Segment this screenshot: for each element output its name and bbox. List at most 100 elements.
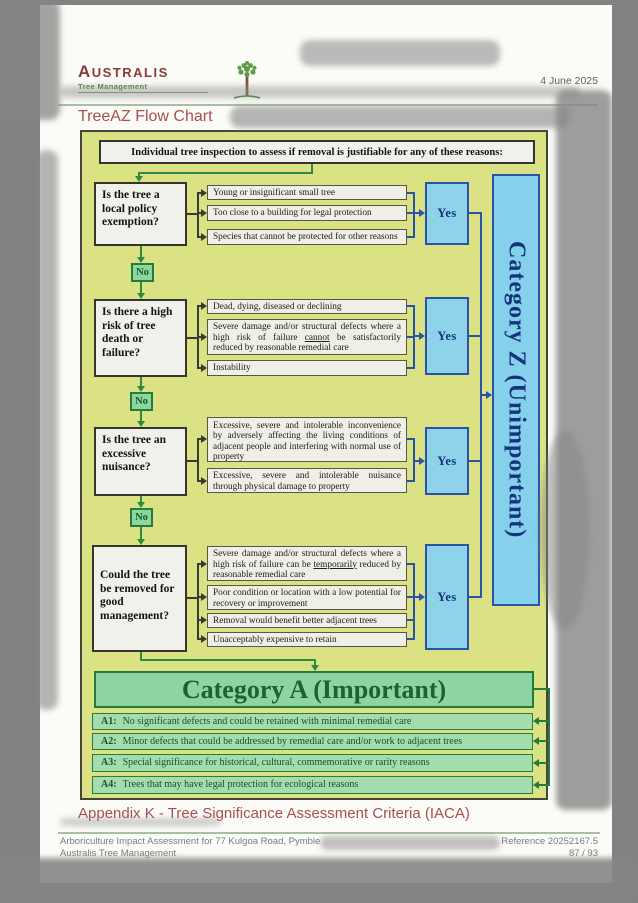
flow-line xyxy=(187,337,199,339)
flow-arrowhead xyxy=(419,209,425,217)
flow-line xyxy=(197,212,202,214)
flow-arrowhead xyxy=(201,302,207,310)
flow-line xyxy=(539,762,550,764)
flow-arrowhead xyxy=(137,539,145,545)
flow-line xyxy=(539,784,550,786)
flow-line xyxy=(407,336,415,338)
flow-line xyxy=(407,619,415,621)
scan-noise xyxy=(0,858,638,903)
flow-line xyxy=(548,688,550,786)
flow-line xyxy=(407,438,415,440)
flow-line xyxy=(407,192,415,194)
flow-line xyxy=(140,496,142,503)
no-box-2: No xyxy=(130,392,153,411)
flow-line xyxy=(534,688,550,690)
flow-line xyxy=(197,192,199,238)
flow-line xyxy=(197,563,199,640)
flow-line xyxy=(469,212,482,214)
reason-box: Species that cannot be protected for oth… xyxy=(207,229,407,245)
flow-arrowhead xyxy=(533,759,539,767)
australis-logo: Australis Tree Management xyxy=(78,62,208,93)
yes-box-1: Yes xyxy=(425,182,469,245)
intro-box: Individual tree inspection to assess if … xyxy=(99,140,535,164)
flow-line xyxy=(187,597,199,599)
category-a-row: A2:Minor defects that could be addressed… xyxy=(92,733,533,750)
flow-line xyxy=(138,172,313,174)
flow-arrowhead xyxy=(201,189,207,197)
yes-box-4: Yes xyxy=(425,544,469,650)
flow-line xyxy=(187,213,199,215)
flow-arrowhead xyxy=(486,391,492,399)
reason-box: Removal would benefit better adjacent tr… xyxy=(207,613,407,628)
scan-noise xyxy=(36,150,58,710)
flow-line xyxy=(140,652,142,661)
flow-arrowhead xyxy=(201,364,207,372)
footer-page-number: 87 / 93 xyxy=(568,847,598,859)
flow-arrowhead xyxy=(201,477,207,485)
yes-box-3: Yes xyxy=(425,427,469,495)
reason-box: Poor condition or location with a low po… xyxy=(207,585,407,610)
flow-line xyxy=(407,367,415,369)
flow-line xyxy=(407,638,415,640)
category-z-box: Category Z (Unimportant) xyxy=(492,174,540,606)
flow-line xyxy=(197,480,202,482)
flow-line xyxy=(197,596,202,598)
flow-arrowhead xyxy=(201,233,207,241)
scan-noise xyxy=(60,86,580,98)
flow-line xyxy=(197,305,202,307)
flow-arrowhead xyxy=(137,386,145,392)
flow-line xyxy=(197,367,202,369)
category-a-row: A3:Special significance for historical, … xyxy=(92,754,533,772)
decision-box-1: Is the tree a local policy exemption? xyxy=(94,182,187,246)
scan-noise xyxy=(540,430,590,630)
flow-arrowhead xyxy=(201,333,207,341)
scan-noise xyxy=(300,40,500,66)
reason-box: Young or insignificant small tree xyxy=(207,185,407,200)
flow-line xyxy=(197,438,199,482)
flow-line xyxy=(140,282,142,294)
logo-subtitle: Tree Management xyxy=(78,82,208,93)
appendix-title: Appendix K - Tree Significance Assessmen… xyxy=(78,805,470,822)
reason-box: Excessive, severe and intolerable inconv… xyxy=(207,417,407,462)
flow-line xyxy=(469,596,482,598)
flow-line xyxy=(413,192,415,238)
reason-box: Excessive, severe and intolerable nuisan… xyxy=(207,468,407,493)
flow-arrowhead xyxy=(201,593,207,601)
category-a-row: A1:No significant defects and could be r… xyxy=(92,713,533,730)
flow-line xyxy=(539,720,550,722)
flow-line xyxy=(140,377,142,387)
flow-line xyxy=(311,164,313,174)
flow-arrowhead xyxy=(311,665,319,671)
flow-line xyxy=(413,305,415,369)
no-box-1: No xyxy=(131,263,154,282)
flow-line xyxy=(187,460,199,462)
flow-arrowhead xyxy=(533,717,539,725)
flow-arrowhead xyxy=(137,293,145,299)
flow-line xyxy=(407,596,415,598)
footer-right: Reference 20252167.5 87 / 93 xyxy=(501,836,598,860)
page-title: TreeAZ Flow Chart xyxy=(78,108,213,125)
category-a-row: A4:Trees that may have legal protection … xyxy=(92,776,533,794)
footer-left: Arboriculture Impact Assessment for 77 K… xyxy=(60,836,320,860)
flow-line xyxy=(314,659,316,666)
flow-line xyxy=(480,394,488,396)
flow-line xyxy=(197,438,202,440)
header-rule xyxy=(58,104,598,106)
flow-arrowhead xyxy=(201,616,207,624)
flow-line xyxy=(407,480,415,482)
reason-box: Too close to a building for legal protec… xyxy=(207,205,407,221)
yes-box-2: Yes xyxy=(425,297,469,375)
flow-line xyxy=(407,305,415,307)
flow-line xyxy=(140,246,142,258)
scan-noise xyxy=(230,106,570,128)
flow-arrowhead xyxy=(419,593,425,601)
flow-line xyxy=(413,212,419,214)
flow-arrowhead xyxy=(201,635,207,643)
decision-box-4: Could the tree be removed for good manag… xyxy=(92,545,187,652)
flow-line xyxy=(140,659,316,661)
footer-line1: Arboriculture Impact Assessment for 77 K… xyxy=(60,836,321,847)
flow-line xyxy=(407,563,415,565)
flow-line xyxy=(480,212,482,598)
flow-arrowhead xyxy=(533,781,539,789)
